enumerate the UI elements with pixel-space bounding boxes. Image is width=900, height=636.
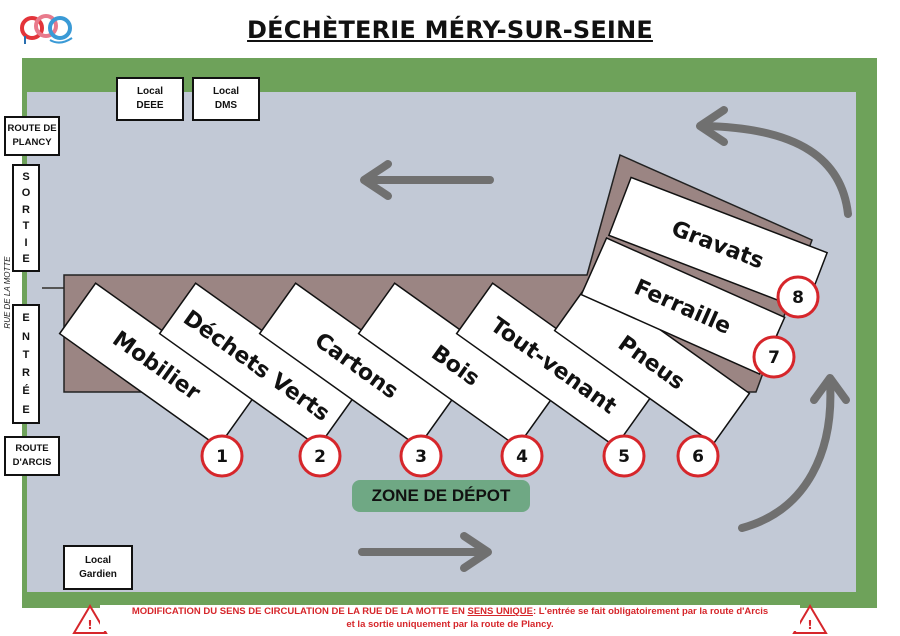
notice-part1: MODIFICATION DU SENS DE CIRCULATION DE L…: [131, 606, 468, 617]
entree-sign: E N T R É E: [12, 304, 40, 424]
arrow-curve-bottom: [738, 374, 850, 532]
warning-icon-left: !: [72, 604, 108, 634]
bin-number: 7: [768, 348, 780, 368]
sortie-letter: E: [22, 253, 30, 266]
local-dms-line2: DMS: [214, 100, 238, 111]
sortie-letter: I: [24, 236, 28, 249]
bin-number: 8: [792, 288, 804, 308]
bin-number-circle: [399, 434, 443, 478]
circulation-notice: MODIFICATION DU SENS DE CIRCULATION DE L…: [100, 605, 800, 631]
sortie-letter: T: [22, 220, 30, 233]
local-gardien-line2: Gardien: [79, 568, 117, 580]
notice-sens-unique: SENS UNIQUE: [467, 606, 533, 617]
entree-letter: E: [22, 403, 30, 416]
local-deee: Local DEEE: [116, 77, 184, 121]
arrow-left: [360, 160, 494, 200]
local-dms-line1: Local: [212, 86, 240, 97]
entree-letter: T: [22, 348, 30, 361]
entree-letter: R: [22, 367, 30, 380]
route-de-plancy: ROUTE DE PLANCY: [4, 116, 60, 156]
sortie-letter: S: [22, 170, 30, 183]
route-d-arcis: ROUTE D'ARCIS: [4, 436, 60, 476]
bin-number: 4: [516, 447, 528, 467]
bin-number: 3: [415, 447, 427, 467]
entree-letter: É: [22, 385, 30, 398]
bin-number-circle: [602, 434, 646, 478]
route-plancy-line2: PLANCY: [12, 137, 52, 148]
arrow-right: [358, 532, 492, 572]
bin-number: 2: [314, 447, 326, 467]
bin-8: Gravats: [607, 176, 829, 312]
svg-text:!: !: [87, 618, 92, 632]
ccsa-logo: [20, 14, 73, 44]
bin-number: 1: [216, 447, 228, 467]
sortie-letter: O: [21, 187, 31, 200]
sortie-letter: R: [22, 203, 30, 216]
bin-number-circle: [500, 434, 544, 478]
bin-number: 6: [692, 447, 704, 467]
bin-number-circle: [676, 434, 720, 478]
bin-container: [553, 279, 751, 445]
route-arcis-line1: ROUTE: [15, 443, 49, 454]
route-plancy-line1: ROUTE DE: [7, 123, 57, 134]
bin-number: 5: [618, 447, 630, 467]
notice-line2: et la sortie uniquement par la route de …: [346, 619, 554, 630]
bin-number-circle: [752, 335, 796, 379]
local-gardien-line1: Local: [84, 554, 112, 566]
bin-4: Bois: [357, 282, 555, 448]
local-gardien: Local Gardien: [63, 545, 133, 590]
route-arcis-line2: D'ARCIS: [12, 457, 52, 468]
local-deee-line2: DEEE: [136, 100, 164, 111]
zone-de-depot: ZONE DE DÉPOT: [352, 480, 530, 512]
bin-container: [607, 176, 829, 312]
local-dms: Local DMS: [192, 77, 260, 121]
notice-part3: : L'entrée se fait obligatoirement par l…: [532, 606, 769, 617]
warning-icon-right: !: [792, 604, 828, 634]
bin-number-circle: [200, 434, 244, 478]
arrow-curve-top: [696, 106, 852, 218]
bin-6: Pneus: [553, 279, 751, 445]
sortie-sign: S O R T I E: [12, 164, 40, 272]
bin-number-circle: [776, 275, 820, 319]
entree-letter: E: [22, 312, 30, 325]
local-deee-line1: Local: [136, 86, 164, 97]
bin-number-circle: [298, 434, 342, 478]
page-title: DÉCHÈTERIE MÉRY-SUR-SEINE: [247, 16, 653, 44]
entree-letter: N: [22, 330, 30, 343]
svg-text:!: !: [807, 618, 812, 632]
